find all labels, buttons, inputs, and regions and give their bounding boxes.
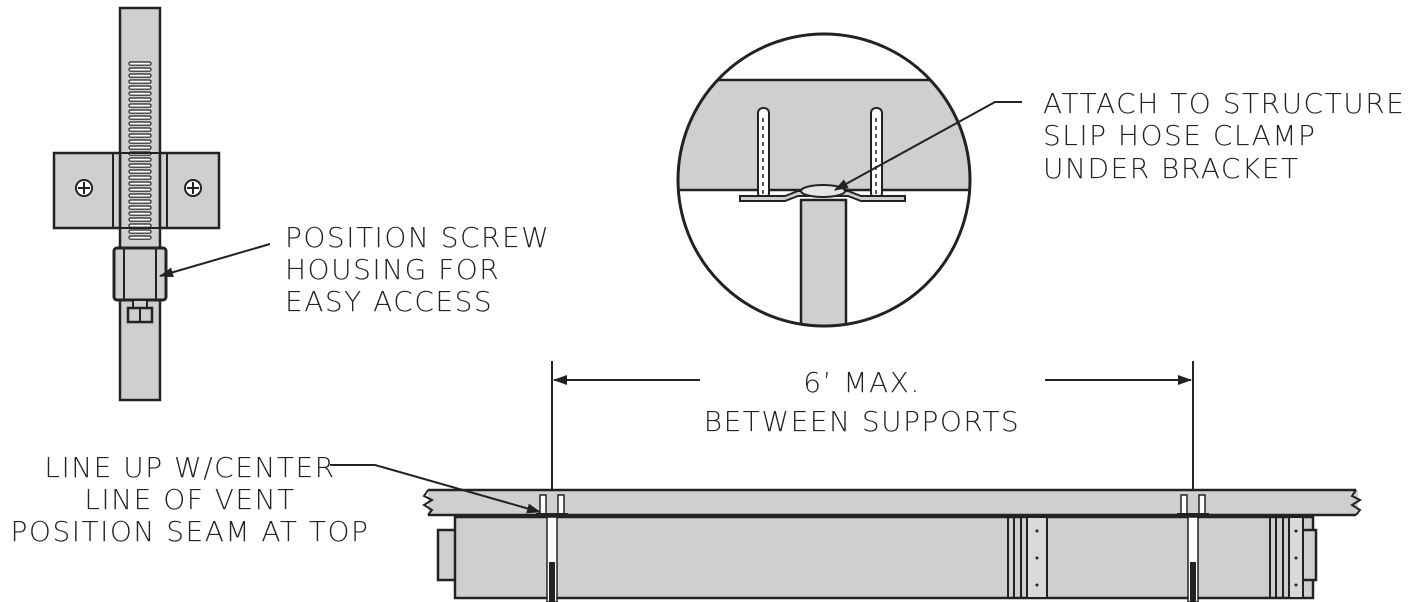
bracket-screw-right-icon <box>184 179 202 197</box>
support-bracket-2 <box>1177 494 1209 602</box>
band-slot <box>128 139 152 144</box>
band-slot <box>128 121 152 126</box>
attach-note-leader <box>834 101 1022 191</box>
lineup-note-line-3: POSITION SEAM AT TOP <box>11 515 370 548</box>
vertical-vent-pipe <box>799 198 848 326</box>
band-slot <box>128 181 152 186</box>
band-slot <box>128 79 152 84</box>
screw-housing <box>112 246 168 302</box>
spacing-note-line-2: BETWEEN SUPPORTS <box>704 405 1020 438</box>
band-slot <box>128 163 152 168</box>
band-slot <box>128 61 152 66</box>
band-slot <box>128 235 152 240</box>
band-slot <box>128 103 152 108</box>
band-slot <box>128 199 152 204</box>
ceiling-structure <box>428 490 1358 515</box>
break-line-right <box>1350 489 1363 516</box>
band-slot <box>128 217 152 222</box>
spacing-dimension <box>551 361 1194 495</box>
band-slot <box>128 109 152 114</box>
screw-note-line-3: EASY ACCESS <box>285 285 493 318</box>
break-line-left <box>422 489 435 516</box>
band-slot <box>128 193 152 198</box>
screw-note-line-2: HOUSING FOR <box>285 253 500 286</box>
vent-end-collar-right <box>1300 528 1318 582</box>
band-slot <box>128 175 152 180</box>
pipe-joint-1 <box>1007 516 1048 599</box>
hose-clamp-detail <box>52 6 221 402</box>
band-slot <box>128 157 152 162</box>
band-slot <box>128 73 152 78</box>
attach-note-line-3: UNDER BRACKET <box>1043 152 1300 185</box>
bracket-screw-left-icon <box>75 179 93 197</box>
clamp-band <box>118 6 162 402</box>
attach-note-line-1: ATTACH TO STRUCTURE <box>1043 87 1405 120</box>
vent-pipe <box>453 515 1315 600</box>
lineup-note-leader <box>330 464 541 514</box>
band-slot <box>128 133 152 138</box>
spacing-note-line-1: 6’ MAX. <box>803 366 921 399</box>
band-slot <box>128 91 152 96</box>
band-slot <box>128 223 152 228</box>
lineup-note-line-2: LINE OF VENT <box>84 483 295 516</box>
band-slot <box>128 67 152 72</box>
band-slot <box>128 145 152 150</box>
band-slot <box>128 229 152 234</box>
screw-note-leader <box>159 243 271 278</box>
horizontal-vent-assembly <box>422 488 1363 602</box>
detail-circle-outline <box>676 32 972 328</box>
band-slot <box>128 127 152 132</box>
bracket-detail-circle <box>676 32 972 328</box>
attach-note-line-2: SLIP HOSE CLAMP <box>1043 119 1316 152</box>
band-slot <box>128 211 152 216</box>
screw-note-line-1: POSITION SCREW <box>285 221 550 254</box>
hose-clamp-under-bracket <box>800 184 846 198</box>
band-slot <box>128 205 152 210</box>
vent-end-collar <box>436 528 458 582</box>
pipe-joint-2 <box>1269 516 1304 599</box>
band-slot <box>128 169 152 174</box>
band-slot <box>128 187 152 192</box>
clamp-band-slots <box>128 61 152 240</box>
band-slot <box>128 97 152 102</box>
band-slot <box>128 115 152 120</box>
band-slot <box>128 85 152 90</box>
lineup-note-line-1: LINE UP W/CENTER <box>44 451 335 484</box>
bracket-center <box>112 152 168 229</box>
